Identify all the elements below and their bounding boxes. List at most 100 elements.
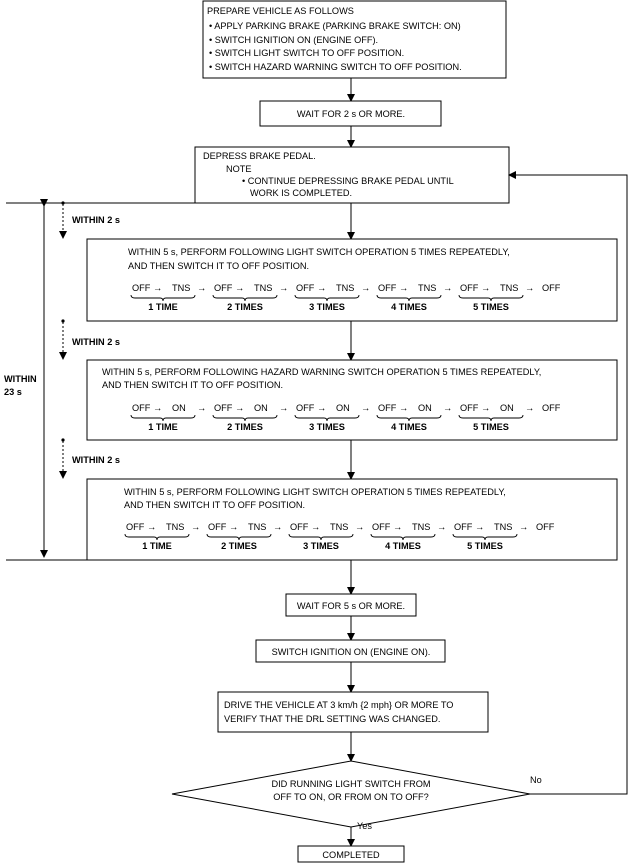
seq1-brace-5 xyxy=(458,294,524,302)
prepare-item-4: • SWITCH HAZARD WARNING SWITCH TO OFF PO… xyxy=(209,62,462,72)
seq2-count-3: 3 TIMES xyxy=(309,422,345,432)
seq1-tns-5: TNS xyxy=(500,283,518,293)
seq3-arrow-a-2: → xyxy=(229,522,238,532)
wait-2s-label: WAIT FOR 2 s OR MORE. xyxy=(297,109,405,119)
seq1-arrow-b-2: → xyxy=(279,283,288,293)
wait-5s-label: WAIT FOR 5 s OR MORE. xyxy=(297,601,405,611)
seq2-count-2: 2 TIMES xyxy=(227,422,263,432)
seq3-count-5: 5 TIMES xyxy=(467,541,503,551)
seq2-arrow-b-5: → xyxy=(525,403,534,413)
brake-note-line2: WORK IS COMPLETED. xyxy=(250,188,352,198)
within-2s-label-2: WITHIN 2 s xyxy=(72,337,120,347)
within-23s-label-2: 23 s xyxy=(4,387,22,397)
seq1-arrow-a-2: → xyxy=(235,283,244,293)
seq3-arrow-b-3: → xyxy=(355,522,364,532)
seq1-count-4: 4 TIMES xyxy=(391,302,427,312)
seq1-final-off: OFF xyxy=(542,283,561,293)
hazard-switch-step-box: WITHIN 5 s, PERFORM FOLLOWING HAZARD WAR… xyxy=(86,359,618,441)
seq1-arrow-b-4: → xyxy=(443,283,452,293)
seq2-final-off: OFF xyxy=(542,403,561,413)
seq1-tns-3: TNS xyxy=(336,283,354,293)
prepare-item-2: • SWITCH IGNITION ON (ENGINE OFF). xyxy=(209,35,378,45)
seq3-arrow-a-1: → xyxy=(147,522,156,532)
running-light-decision-diamond: DID RUNNING LIGHT SWITCH FROM OFF TO ON,… xyxy=(171,760,531,828)
step3-line1: WITHIN 5 s, PERFORM FOLLOWING LIGHT SWIT… xyxy=(124,487,506,497)
seq2-arrow-a-5: → xyxy=(481,403,490,413)
seq2-off-4: OFF xyxy=(378,403,397,413)
seq1-arrow-b-5: → xyxy=(525,283,534,293)
seq2-brace-1 xyxy=(130,414,196,422)
seq3-arrow-a-5: → xyxy=(475,522,484,532)
light-switch-step-1-box: WITHIN 5 s, PERFORM FOLLOWING LIGHT SWIT… xyxy=(86,238,618,322)
seq3-arrow-b-4: → xyxy=(437,522,446,532)
seq2-brace-2 xyxy=(212,414,278,422)
seq1-count-2: 2 TIMES xyxy=(227,302,263,312)
within-2s-marker-2: WITHIN 2 s xyxy=(59,319,120,360)
seq1-arrow-a-5: → xyxy=(481,283,490,293)
within-2s-label-1: WITHIN 2 s xyxy=(72,215,120,225)
seq1-brace-2 xyxy=(212,294,278,302)
drive-vehicle-box: DRIVE THE VEHICLE AT 3 km/h {2 mph} OR M… xyxy=(217,691,489,733)
no-loop-back-line xyxy=(508,171,628,795)
seq3-brace-4 xyxy=(370,533,436,541)
seq3-count-4: 4 TIMES xyxy=(385,541,421,551)
seq2-off-3: OFF xyxy=(296,403,315,413)
seq1-off-5: OFF xyxy=(460,283,479,293)
seq3-arrow-b-5: → xyxy=(519,522,528,532)
seq3-arrow-b-2: → xyxy=(273,522,282,532)
seq3-off-1: OFF xyxy=(126,522,145,532)
seq2-count-4: 4 TIMES xyxy=(391,422,427,432)
seq2-on-4: ON xyxy=(418,403,432,413)
seq1-arrow-a-4: → xyxy=(399,283,408,293)
seq1-off-2: OFF xyxy=(214,283,233,293)
wait-2s-box: WAIT FOR 2 s OR MORE. xyxy=(259,100,442,127)
seq2-off-5: OFF xyxy=(460,403,479,413)
seq3-off-4: OFF xyxy=(372,522,391,532)
seq1-arrow-b-3: → xyxy=(361,283,370,293)
seq1-off-1: OFF xyxy=(132,283,151,293)
seq3-tns-2: TNS xyxy=(248,522,266,532)
drive-line1: DRIVE THE VEHICLE AT 3 km/h {2 mph} OR M… xyxy=(224,700,453,710)
seq3-count-3: 3 TIMES xyxy=(303,541,339,551)
wait-5s-box: WAIT FOR 5 s OR MORE. xyxy=(285,593,417,617)
yes-label: Yes xyxy=(357,821,372,831)
seq3-tns-5: TNS xyxy=(494,522,512,532)
seq3-off-3: OFF xyxy=(290,522,309,532)
ignition-on-label: SWITCH IGNITION ON (ENGINE ON). xyxy=(272,647,431,657)
seq3-count-2: 2 TIMES xyxy=(221,541,257,551)
seq2-arrow-a-2: → xyxy=(235,403,244,413)
decision-line1: DID RUNNING LIGHT SWITCH FROM xyxy=(271,779,430,789)
seq3-arrow-a-3: → xyxy=(311,522,320,532)
seq2-arrow-a-3: → xyxy=(317,403,326,413)
within-23s-label-1: WITHIN xyxy=(4,374,37,384)
seq1-count-3: 3 TIMES xyxy=(309,302,345,312)
depress-brake-box: DEPRESS BRAKE PEDAL. NOTE • CONTINUE DEP… xyxy=(194,146,510,204)
seq1-tns-2: TNS xyxy=(254,283,272,293)
within-2s-label-3: WITHIN 2 s xyxy=(72,455,120,465)
prepare-vehicle-box: PREPARE VEHICLE AS FOLLOWS • APPLY PARKI… xyxy=(202,0,507,79)
seq2-off-2: OFF xyxy=(214,403,233,413)
within-2s-marker-3: WITHIN 2 s xyxy=(59,438,120,479)
seq1-tns-1: TNS xyxy=(172,283,190,293)
seq1-brace-3 xyxy=(294,294,360,302)
no-label: No xyxy=(530,775,542,785)
brake-note-label: NOTE xyxy=(226,164,252,174)
step2-line1: WITHIN 5 s, PERFORM FOLLOWING HAZARD WAR… xyxy=(102,367,541,377)
seq2-arrow-b-3: → xyxy=(361,403,370,413)
seq1-off-4: OFF xyxy=(378,283,397,293)
seq3-tns-4: TNS xyxy=(412,522,430,532)
drive-line2: VERIFY THAT THE DRL SETTING WAS CHANGED. xyxy=(224,714,440,724)
seq1-tns-4: TNS xyxy=(418,283,436,293)
light-switch-step-2-box: WITHIN 5 s, PERFORM FOLLOWING LIGHT SWIT… xyxy=(86,478,618,561)
prepare-title: PREPARE VEHICLE AS FOLLOWS xyxy=(207,6,354,16)
prepare-item-3: • SWITCH LIGHT SWITCH TO OFF POSITION. xyxy=(209,48,404,58)
brake-instruction: DEPRESS BRAKE PEDAL. xyxy=(203,151,316,161)
step1-line2: AND THEN SWITCH IT TO OFF POSITION. xyxy=(128,261,309,271)
brake-note-line1: • CONTINUE DEPRESSING BRAKE PEDAL UNTIL xyxy=(242,176,454,186)
step2-line2: AND THEN SWITCH IT TO OFF POSITION. xyxy=(102,380,283,390)
seq3-brace-5 xyxy=(452,533,518,541)
